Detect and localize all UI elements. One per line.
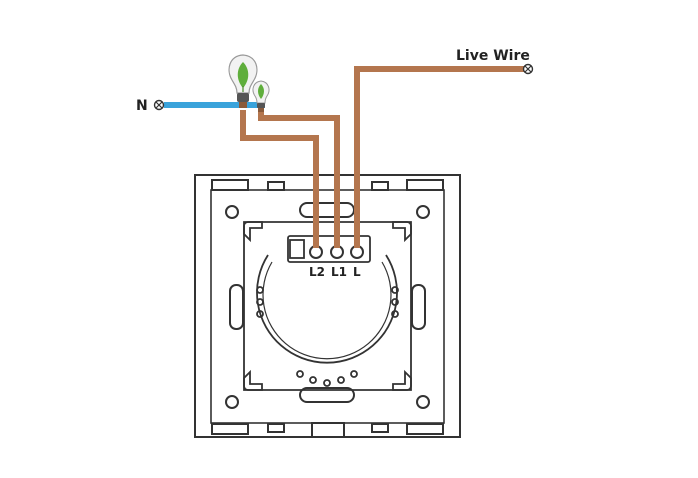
terminal-label-l2: L2 bbox=[309, 265, 325, 279]
live-wires bbox=[240, 66, 524, 248]
lamp-2-icon bbox=[252, 80, 270, 112]
lamp-1-icon bbox=[228, 54, 258, 108]
live-wire-label: Live Wire bbox=[456, 48, 530, 64]
terminal-label-l1: L1 bbox=[331, 265, 347, 279]
wire-lamp2-to-l1 bbox=[258, 110, 340, 248]
switch-mechanism bbox=[243, 221, 412, 391]
terminal-screws bbox=[309, 245, 364, 259]
wire-lamp1-to-l2 bbox=[240, 110, 319, 248]
neutral-label: N bbox=[136, 98, 148, 114]
switch-panel bbox=[194, 174, 461, 438]
wire-live-to-l bbox=[354, 66, 524, 248]
live-wire-terminal bbox=[522, 63, 534, 75]
terminal-label-l: L bbox=[353, 265, 361, 279]
neutral-wire bbox=[153, 99, 265, 111]
